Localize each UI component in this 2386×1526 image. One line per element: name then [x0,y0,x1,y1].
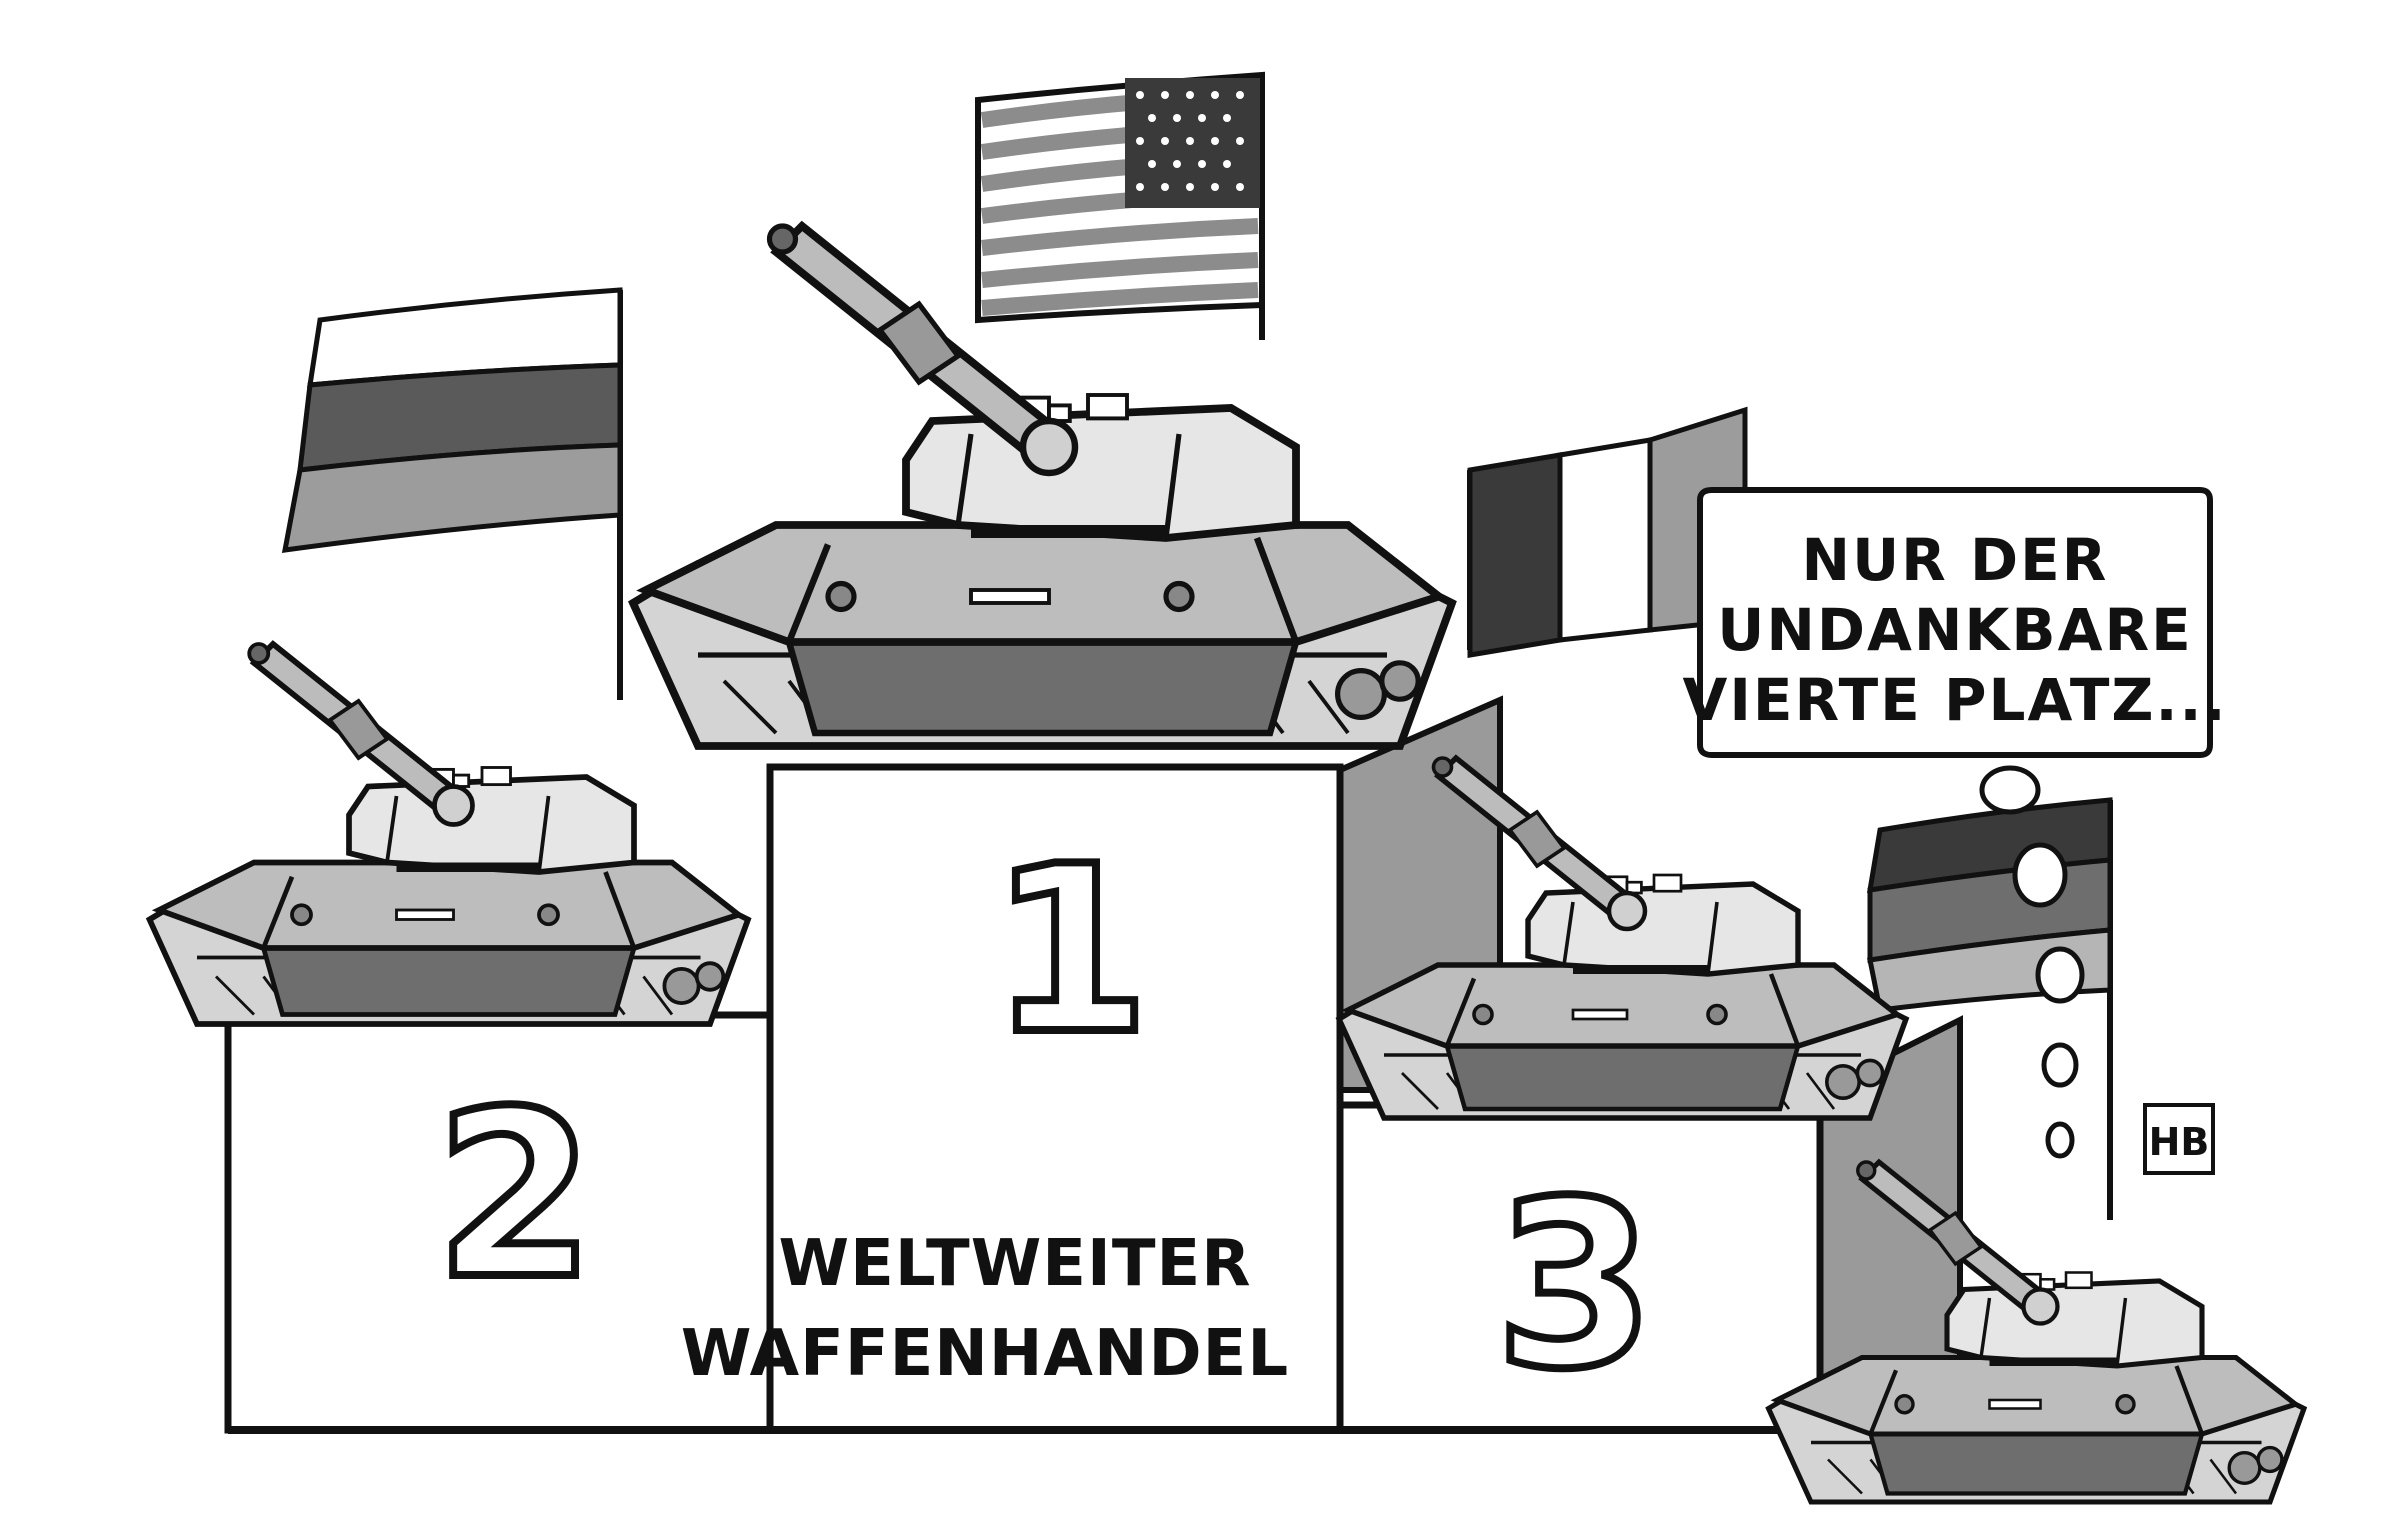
russia-flag [281,287,623,700]
tank-second-place [150,644,749,1024]
speech-line-1: NUR DER [1802,526,2109,594]
speech-line-3: VIERTE PLATZ... [1682,666,2227,734]
signature-text: HB [2149,1120,2210,1164]
second-place-mark: 2 [435,1063,595,1330]
first-place-mark: 1 [990,818,1150,1085]
speech-line-2: UNDANKBARE [1717,596,2193,664]
podium-caption-line-2: WAFFENHANDEL [681,1317,1289,1391]
podium [224,695,1963,1434]
us-flag [975,71,1265,340]
speech-bubble [1697,487,2213,1159]
third-place-mark: 3 [1495,1153,1655,1420]
artist-signature [2143,1103,2215,1175]
podium-caption-line-1: WELTWEITER [779,1227,1252,1301]
